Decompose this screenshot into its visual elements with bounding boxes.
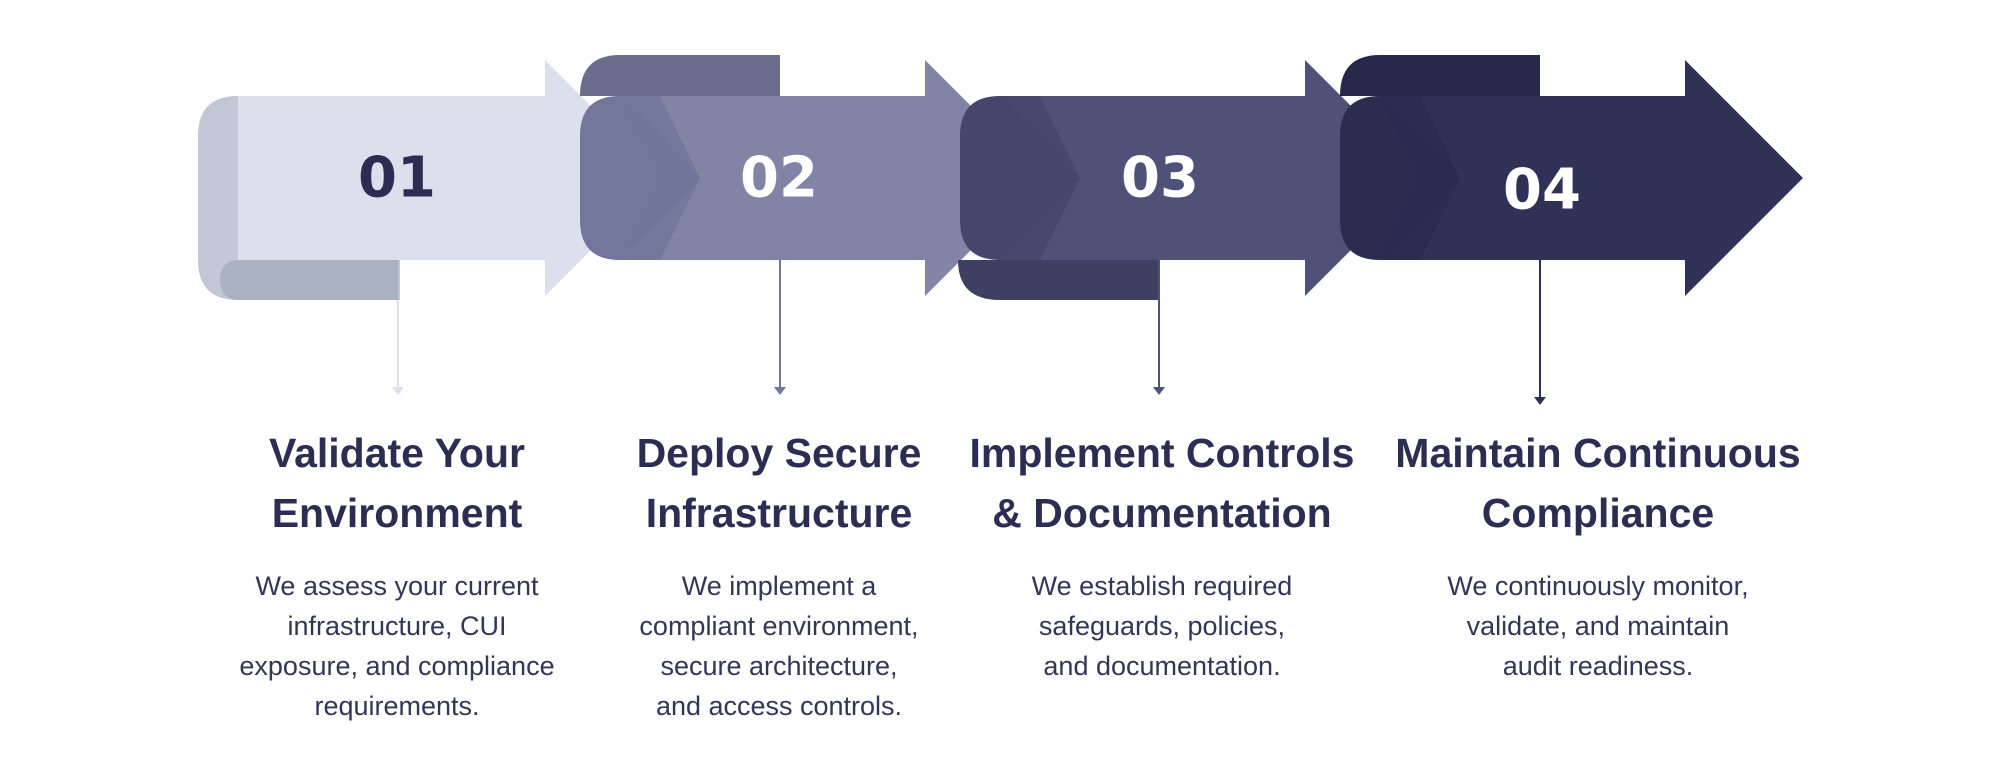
step-2-arrow xyxy=(622,60,1043,296)
step-2-description: We implement a compliant environment, se… xyxy=(639,571,919,721)
step-3-description: We establish required safeguards, polici… xyxy=(1031,571,1293,681)
step-1-description: We assess your current infrastructure, C… xyxy=(239,571,555,721)
step-4-number: 04 xyxy=(1503,158,1581,223)
step-2-connector-arrowhead xyxy=(774,387,786,395)
step-4-connector-arrowhead xyxy=(1534,397,1546,405)
step-4-title: Maintain Continuous Compliance xyxy=(1395,430,1801,536)
step-4-top-tab xyxy=(1340,55,1540,96)
step-2-title: Deploy Secure Infrastructure xyxy=(636,430,922,536)
step-4-arrow xyxy=(1382,60,1803,296)
step-3-bottom-tab xyxy=(958,260,1160,300)
step-3-title: Implement Controls & Documentation xyxy=(969,430,1355,536)
step-3-arrow xyxy=(1002,60,1423,296)
step-1-bottom-tab xyxy=(220,260,398,300)
step-1-title: Validate Your Environment xyxy=(269,430,525,536)
step-2-top-tab xyxy=(580,55,780,96)
step-4-notch-shadow xyxy=(1380,96,1460,260)
step-1-shape xyxy=(198,60,663,395)
step-3-notch-shadow xyxy=(1000,96,1080,260)
step-1-number: 01 xyxy=(358,146,436,211)
step-2-number: 02 xyxy=(740,146,818,211)
step-1-connector-arrowhead xyxy=(392,387,404,395)
step-3-connector-arrowhead xyxy=(1153,387,1165,395)
step-4-description: We continuously monitor, validate, and m… xyxy=(1447,571,1749,681)
step-4-shape xyxy=(1340,55,1803,405)
step-3-shape xyxy=(958,60,1423,395)
step-2-notch-shadow xyxy=(620,96,700,260)
step-3-number: 03 xyxy=(1121,146,1199,211)
step-1-arrow xyxy=(238,60,663,296)
step-2-shape xyxy=(580,55,1043,395)
